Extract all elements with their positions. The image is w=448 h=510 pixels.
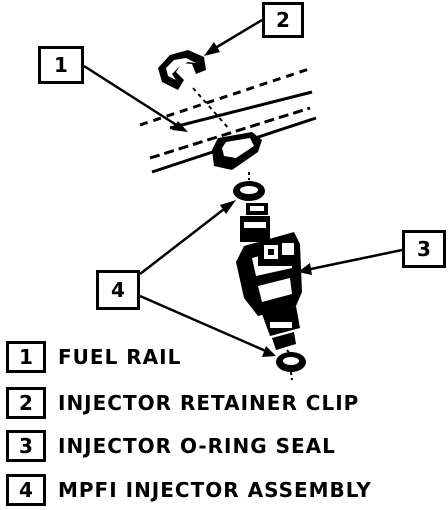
o-ring-top bbox=[233, 181, 265, 201]
legend-item-o-ring-seal: 3 INJECTOR O-RING SEAL bbox=[6, 429, 336, 463]
injector-body bbox=[236, 203, 302, 350]
callout-4: 4 bbox=[96, 270, 140, 310]
legend-label: INJECTOR O-RING SEAL bbox=[58, 434, 336, 458]
o-ring-bottom bbox=[276, 352, 306, 372]
legend-number: 2 bbox=[6, 387, 46, 419]
callout-3: 3 bbox=[402, 230, 446, 268]
legend-number: 4 bbox=[6, 474, 46, 506]
injector-socket bbox=[212, 132, 262, 170]
leader-lines bbox=[83, 18, 403, 357]
legend-item-retainer-clip: 2 INJECTOR RETAINER CLIP bbox=[6, 386, 359, 420]
legend-label: INJECTOR RETAINER CLIP bbox=[58, 391, 360, 415]
clip-guide-line bbox=[192, 87, 231, 131]
legend-item-injector-assembly: 4 MPFI INJECTOR ASSEMBLY bbox=[6, 473, 372, 507]
callout-2: 2 bbox=[262, 2, 304, 38]
fuel-rail bbox=[139, 66, 317, 174]
legend-number: 3 bbox=[6, 430, 46, 462]
retainer-clip bbox=[158, 50, 206, 90]
legend-number: 1 bbox=[6, 341, 46, 373]
callout-1: 1 bbox=[38, 46, 84, 84]
legend-label: MPFI INJECTOR ASSEMBLY bbox=[58, 478, 372, 502]
legend-label: FUEL RAIL bbox=[58, 345, 182, 369]
legend-item-fuel-rail: 1 FUEL RAIL bbox=[6, 340, 181, 374]
